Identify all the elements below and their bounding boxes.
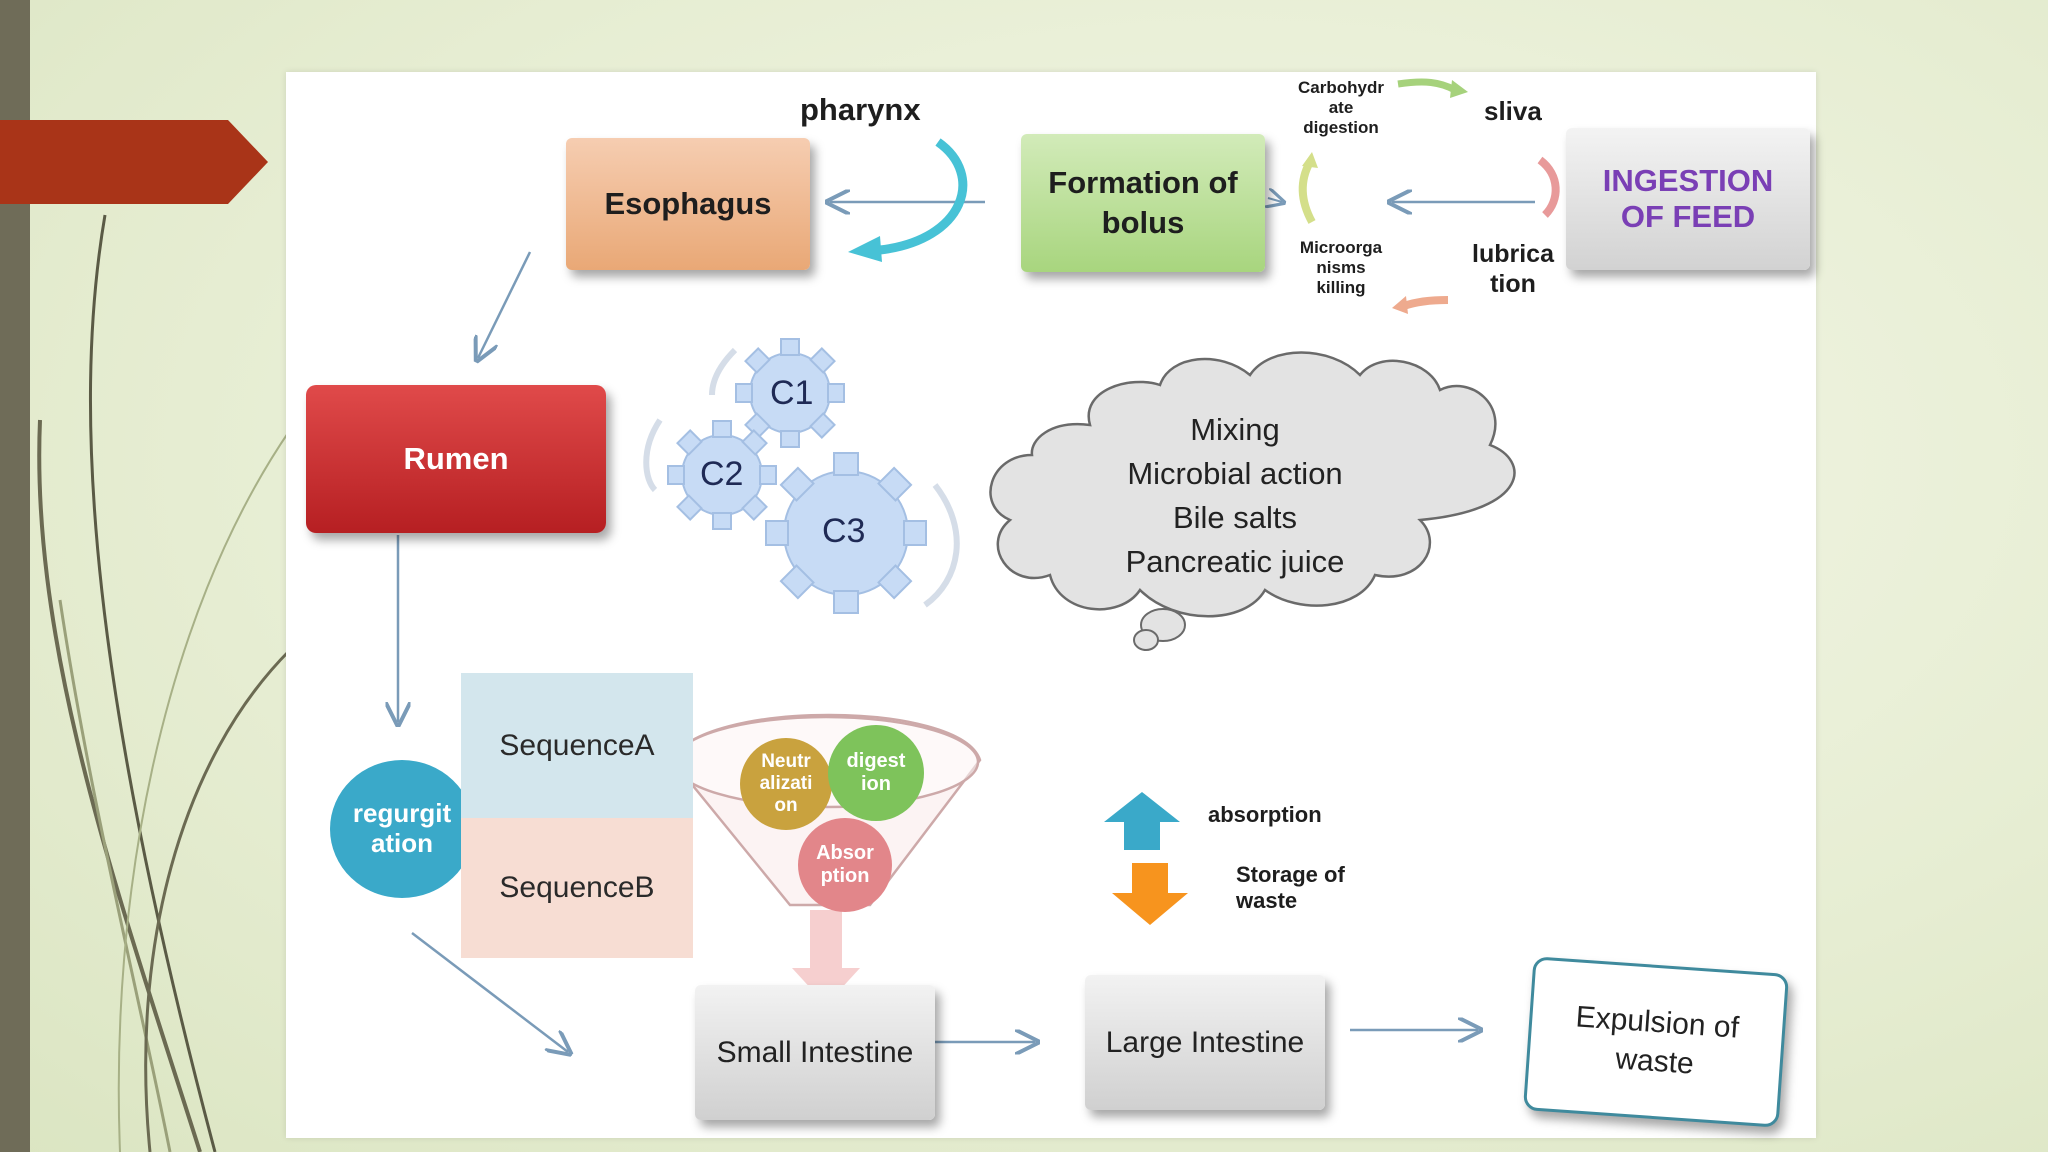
absorption-circle: Absor ption: [798, 818, 892, 912]
formation-of-bolus-label: Formation of bolus: [1048, 164, 1238, 240]
neutralization-circle: Neutr alizati on: [740, 738, 832, 830]
absorption-circle-label: Absor ption: [816, 842, 874, 887]
sequence-a-label: SequenceA: [499, 728, 655, 762]
storage-of-waste-label: Storage of waste: [1236, 862, 1345, 913]
lubrication-label: lubrica tion: [1472, 240, 1554, 298]
sequence-a-block: SequenceA: [461, 673, 693, 818]
microorganisms-killing-label: Microorga nisms killing: [1299, 238, 1383, 298]
decorative-swirls: [37, 214, 292, 1152]
formation-of-bolus-box: Formation of bolus: [1021, 134, 1265, 272]
digestion-circle: digest ion: [828, 725, 924, 821]
expulsion-of-waste-box: Expulsion of waste: [1522, 956, 1790, 1128]
gear-c2-label: C2: [700, 455, 744, 493]
sliva-label: sliva: [1484, 96, 1542, 126]
gear-c3-label: C3: [822, 512, 866, 550]
esophagus-box: Esophagus: [566, 138, 810, 270]
large-intestine-box: Large Intestine: [1085, 975, 1325, 1110]
digestion-label: digest ion: [846, 750, 906, 795]
small-intestine-label: Small Intestine: [716, 1035, 914, 1069]
gear-c1-label: C1: [770, 374, 814, 412]
cloud-line-microbial: Microbial action: [1127, 456, 1343, 492]
small-intestine-box: Small Intestine: [695, 985, 935, 1120]
large-intestine-label: Large Intestine: [1105, 1025, 1305, 1059]
esophagus-label: Esophagus: [604, 186, 772, 221]
ingestion-of-feed-label: INGESTION OF FEED: [1602, 163, 1774, 234]
rumen-label: Rumen: [403, 441, 509, 476]
ingestion-of-feed-box: INGESTION OF FEED: [1566, 128, 1810, 270]
sequence-b-label: SequenceB: [499, 871, 655, 904]
title-tab-marker: [0, 120, 268, 204]
sequence-b-block: SequenceB: [461, 818, 693, 958]
expulsion-of-waste-label: Expulsion of waste: [1574, 1000, 1741, 1081]
regurgitation-label: regurgit ation: [352, 798, 452, 858]
cloud-line-pancreatic: Pancreatic juice: [1125, 544, 1345, 580]
carbohydrate-digestion-label: Carbohydr ate digestion: [1298, 78, 1384, 138]
rumen-box: Rumen: [306, 385, 606, 533]
cloud-text: Mixing Microbial action Bile salts Pancr…: [1060, 408, 1410, 584]
pharynx-label: pharynx: [800, 92, 921, 127]
regurgitation-circle: regurgit ation: [330, 760, 474, 898]
neutralization-label: Neutr alizati on: [759, 751, 813, 816]
absorption-label: absorption: [1208, 802, 1322, 827]
cloud-line-mixing: Mixing: [1190, 412, 1280, 447]
cloud-line-bile: Bile salts: [1172, 500, 1298, 536]
